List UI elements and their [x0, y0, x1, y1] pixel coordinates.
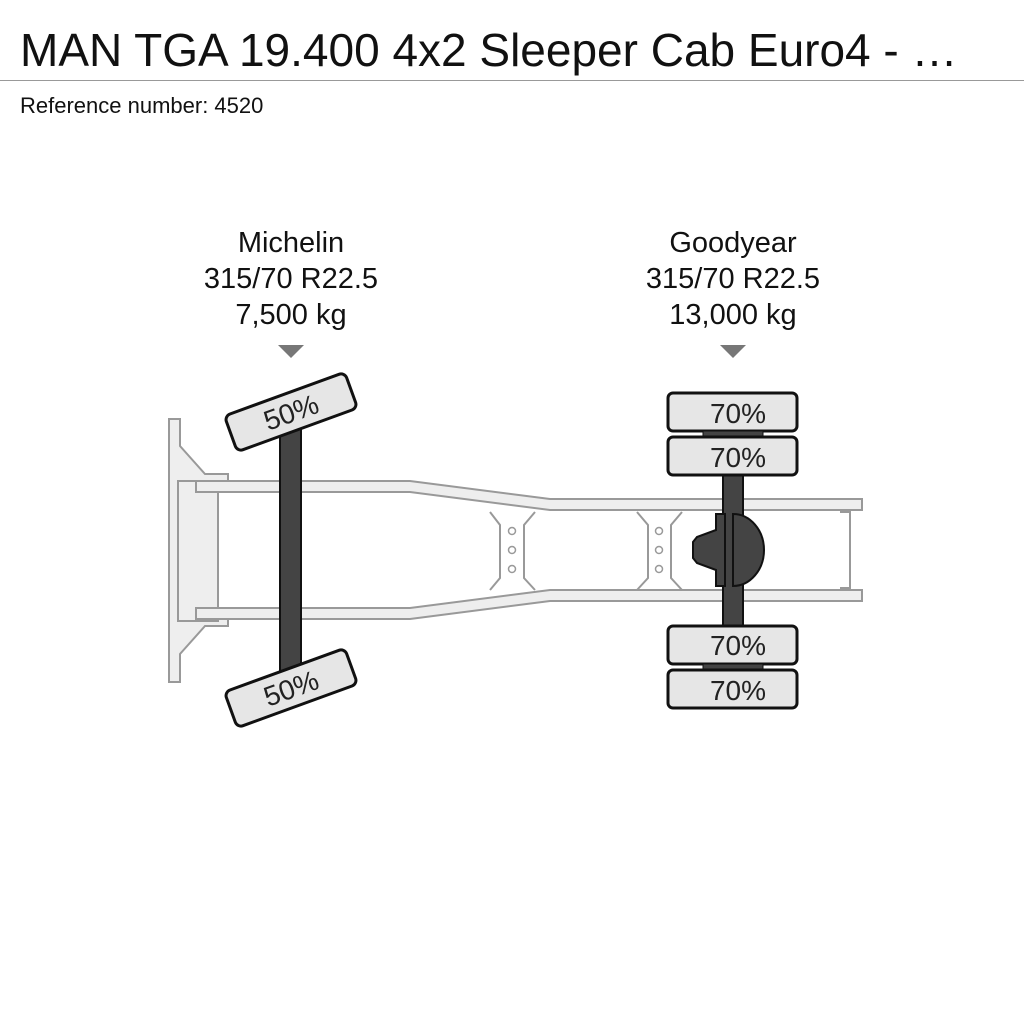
differential-housing-front	[692, 513, 726, 587]
chassis-rail-right	[195, 589, 863, 620]
title-divider	[0, 80, 1024, 81]
front-crossmember	[177, 480, 219, 622]
crossmember-2-bolt	[654, 545, 664, 555]
crossmember-2-bolt	[654, 564, 664, 574]
rear-left-inner-tyre-label: 70%	[710, 442, 766, 473]
rear-axle-tyre-size: 315/70 R22.5	[645, 263, 821, 295]
rear-axle-info: Goodyear 315/70 R22.5 13,000 kg	[603, 225, 863, 333]
front-axle-info: Michelin 315/70 R22.5 7,500 kg	[161, 225, 421, 333]
rear-left-outer-tyre-label: 70%	[710, 398, 766, 429]
crossmember-1-bolt	[507, 545, 517, 555]
front-left-tyre: 50%	[224, 372, 358, 452]
rear-left-outer-tyre: 70%	[666, 391, 799, 433]
crossmember-2-bolt	[654, 526, 664, 536]
rear-axle-load: 13,000 kg	[669, 299, 797, 331]
front-axle-beam	[279, 419, 302, 681]
front-axle-brand: Michelin	[237, 227, 345, 259]
front-axle-load: 7,500 kg	[235, 299, 347, 331]
differential-housing	[732, 512, 765, 588]
reference-number: Reference number: 4520	[20, 93, 264, 118]
chassis-rail-left	[195, 480, 863, 511]
rear-right-outer-tyre: 70%	[666, 668, 799, 710]
rear-right-outer-tyre-label: 70%	[710, 675, 766, 706]
rear-right-inner-tyre: 70%	[666, 624, 799, 666]
crossmember-2	[636, 511, 683, 591]
front-axle-tyre-size: 315/70 R22.5	[203, 263, 379, 295]
crossmember-1	[489, 511, 536, 591]
rear-left-inner-tyre: 70%	[666, 435, 799, 477]
crossmember-1-bolt	[507, 526, 517, 536]
rear-right-inner-tyre-label: 70%	[710, 630, 766, 661]
rear-axle-marker-icon	[720, 345, 746, 358]
rear-axle-brand: Goodyear	[669, 227, 797, 259]
front-axle-marker-icon	[278, 345, 304, 358]
crossmember-1-bolt	[507, 564, 517, 574]
rear-crossmember	[840, 511, 851, 589]
